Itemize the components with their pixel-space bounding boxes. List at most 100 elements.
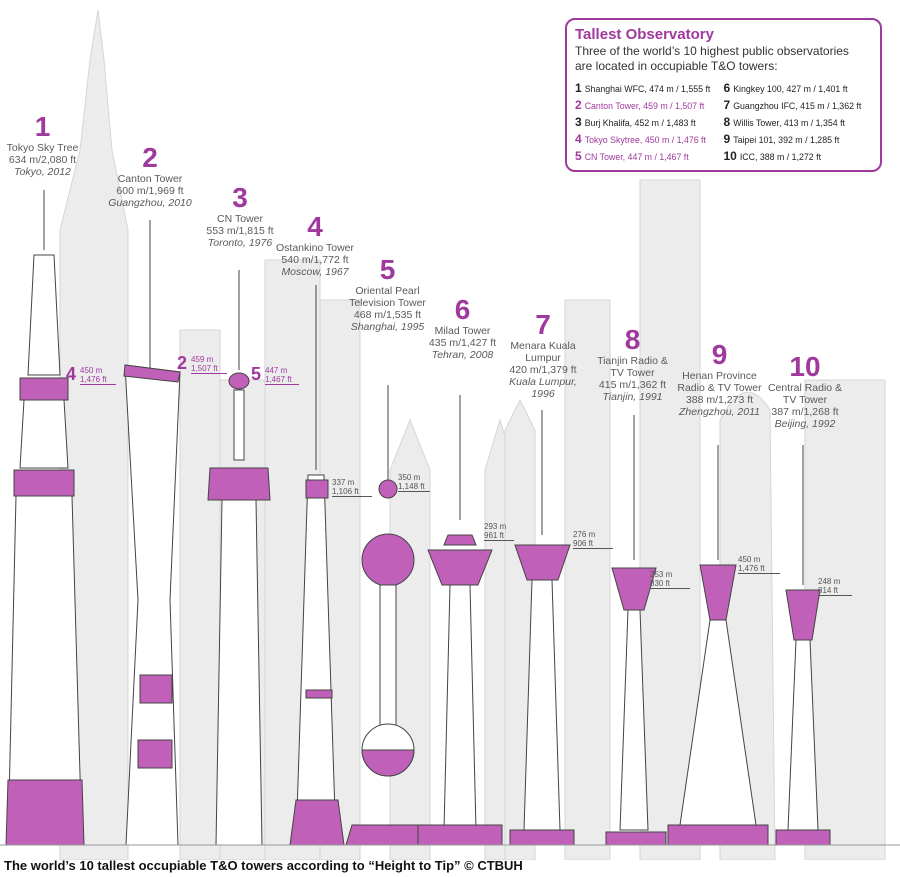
- list-rank: 7: [723, 98, 731, 112]
- list-rank: 4: [575, 132, 582, 146]
- tower-name: Milad Tower: [434, 325, 491, 337]
- tower-label-8: 8 Tianjin Radio & TV Tower 415 m/1,362 f…: [595, 324, 670, 404]
- deck-marker-henan: 450 m 1,476 ft: [738, 555, 780, 574]
- deck-feet: 830 ft: [650, 579, 690, 589]
- tower-name: Tianjin Radio & TV Tower: [597, 355, 668, 379]
- tower-city-year: Zhengzhou, 2011: [679, 406, 760, 418]
- deck-marker-tokyo: 4 450 m 1,476 ft: [66, 364, 116, 385]
- list-rank: 9: [723, 132, 731, 146]
- tower-label-6: 6 Milad Tower 435 m/1,427 ft Tehran, 200…: [420, 294, 505, 362]
- tower-height: 387 m/1,268 ft: [771, 406, 839, 418]
- deck-feet: 961 ft: [484, 531, 514, 541]
- list-text: Shanghai WFC, 474 m / 1,555 ft: [584, 84, 711, 94]
- tower-name: Ostankino Tower: [275, 242, 354, 254]
- deck-feet: 906 ft: [573, 539, 613, 549]
- rank-number: 8: [624, 324, 641, 355]
- tower-height: 600 m/1,969 ft: [116, 185, 184, 197]
- panel-subtitle-line-2: are located in occupiable T&O towers:: [575, 59, 778, 73]
- deck-marker-ostankino: 337 m 1,106 ft: [332, 478, 372, 497]
- deck-marker-oriental-pearl: 350 m 1,148 ft: [398, 473, 430, 492]
- list-text: Kingkey 100, 427 m / 1,401 ft: [733, 84, 848, 94]
- deck-meters: 447 m: [265, 366, 288, 375]
- tower-henan: [667, 445, 769, 846]
- deck-marker-tianjin: 253 m 830 ft: [650, 570, 690, 589]
- list-text: CN Tower, 447 m / 1,467 ft: [584, 152, 689, 162]
- rank-number: 1: [34, 111, 51, 142]
- rank-number: 10: [789, 351, 821, 382]
- tower-city-year: Tokyo, 2012: [14, 166, 71, 178]
- list-text: ICC, 388 m / 1,272 ft: [739, 152, 822, 162]
- rank-number: 6: [454, 294, 471, 325]
- tower-name: Canton Tower: [117, 173, 183, 185]
- tower-label-5: 5 Oriental Pearl Television Tower 468 m/…: [345, 254, 430, 334]
- tower-tianjin: [605, 415, 667, 846]
- tower-central-radio: [775, 445, 831, 846]
- list-rank: 6: [723, 81, 731, 95]
- rank-number: 7: [535, 309, 551, 340]
- tower-oriental-pearl: [345, 385, 431, 846]
- deck-feet: 1,148 ft: [398, 482, 430, 492]
- tallest-observatory-panel: Tallest Observatory Three of the world’s…: [565, 18, 882, 172]
- list-rank: 8: [723, 115, 731, 129]
- deck-feet: 1,507 ft: [191, 364, 227, 374]
- tower-height: 468 m/1,535 ft: [353, 309, 422, 321]
- tower-height: 388 m/1,273 ft: [685, 394, 754, 406]
- deck-feet: 814 ft: [818, 586, 852, 596]
- tower-label-2: 2 Canton Tower 600 m/1,969 ft Guangzhou,…: [105, 142, 195, 210]
- tower-city-year: Kuala Lumpur, 1996: [509, 376, 577, 400]
- tower-label-4: 4 Ostankino Tower 540 m/1,772 ft Moscow,…: [270, 212, 360, 279]
- tower-height: 540 m/1,772 ft: [281, 254, 349, 266]
- deck-marker-cn: 5 447 m 1,467 ft: [251, 364, 299, 385]
- deck-meters: 248 m: [818, 577, 841, 586]
- deck-feet: 1,467 ft: [265, 375, 299, 385]
- tower-height: 634 m/2,080 ft: [8, 154, 77, 166]
- list-text: Guangzhou IFC, 415 m / 1,362 ft: [733, 101, 862, 111]
- deck-meters: 459 m: [191, 355, 214, 364]
- list-text: Canton Tower, 459 m / 1,507 ft: [584, 101, 705, 111]
- rank-number: 2: [142, 142, 158, 173]
- tower-name: Henan Province Radio & TV Tower: [677, 370, 762, 394]
- deck-marker-menara: 276 m 906 ft: [573, 530, 613, 549]
- list-text: Willis Tower, 413 m / 1,354 ft: [733, 118, 845, 128]
- deck-marker-milad: 293 m 961 ft: [484, 522, 514, 541]
- tower-tokyo-sky-tree: [5, 190, 85, 846]
- tower-name: Menara Kuala Lumpur: [510, 340, 576, 364]
- panel-subtitle: Three of the world’s 10 highest public o…: [575, 44, 872, 74]
- deck-feet: 1,476 ft: [738, 564, 780, 574]
- tower-height: 415 m/1,362 ft: [598, 379, 667, 391]
- tower-name: CN Tower: [217, 213, 263, 225]
- tower-label-9: 9 Henan Province Radio & TV Tower 388 m/…: [677, 339, 762, 419]
- tower-label-7: 7 Menara Kuala Lumpur 420 m/1,379 ft Kua…: [497, 309, 589, 401]
- deck-meters: 337 m: [332, 478, 355, 487]
- tower-name: Tokyo Sky Tree: [6, 142, 79, 154]
- tower-city-year: Tianjin, 1991: [602, 391, 663, 403]
- list-text: Tokyo Skytree, 450 m / 1,476 ft: [584, 135, 706, 145]
- panel-subtitle-line-1: Three of the world’s 10 highest public o…: [575, 44, 849, 58]
- rank-number: 3: [232, 182, 248, 213]
- list-rank: 3: [575, 115, 582, 129]
- rank-number: 9: [711, 339, 728, 370]
- deck-rank: 5: [251, 364, 262, 384]
- tower-name: Central Radio & TV Tower: [767, 382, 843, 406]
- tower-height: 435 m/1,427 ft: [428, 337, 497, 349]
- deck-meters: 276 m: [573, 530, 596, 539]
- rank-number: 5: [379, 254, 396, 285]
- deck-meters: 450 m: [738, 555, 761, 564]
- tower-height: 553 m/1,815 ft: [206, 225, 274, 237]
- list-rank: 2: [575, 98, 582, 112]
- deck-meters: 253 m: [650, 570, 673, 579]
- list-rank: 5: [575, 149, 582, 163]
- tower-label-3: 3 CN Tower 553 m/1,815 ft Toronto, 1976: [200, 182, 280, 250]
- tower-name: Oriental Pearl Television Tower: [349, 285, 426, 309]
- tower-city-year: Shanghai, 1995: [350, 321, 425, 333]
